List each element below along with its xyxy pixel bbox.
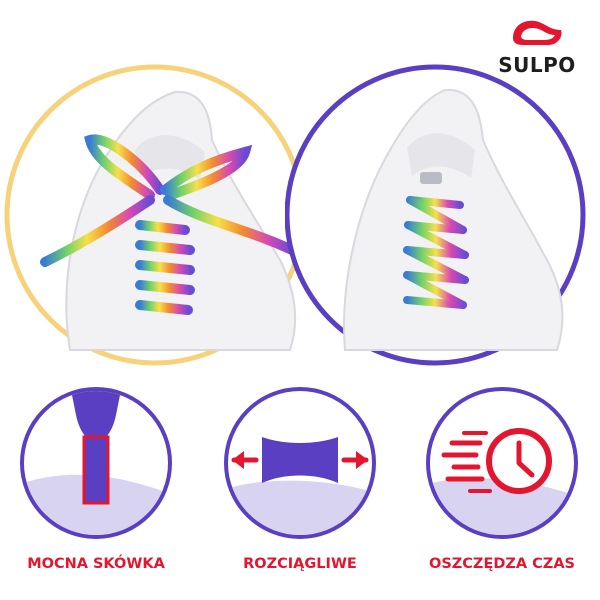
lace-lock-icon xyxy=(420,172,442,184)
laces-tied xyxy=(40,134,297,315)
laces-elastic xyxy=(403,196,469,309)
feature-aglet-circle xyxy=(20,387,172,539)
brand-logo: SULPO xyxy=(492,14,582,77)
stretch-arrows-icon xyxy=(231,437,369,483)
aglet-icon xyxy=(70,391,122,505)
fast-clock-icon xyxy=(441,428,552,494)
brand-shoe-icon xyxy=(513,20,562,45)
feature-clock-circle xyxy=(426,387,578,539)
hero-tied-laces xyxy=(4,64,306,366)
feature-label-time: OSZCZĘDZA CZAS xyxy=(429,556,575,572)
feature-label-aglet: MOCNA SKÓWKA xyxy=(27,556,165,572)
hero-elastic-laces xyxy=(285,64,586,366)
feature-label-stretch: ROZCIĄGLIWE xyxy=(243,556,357,572)
feature-stretch-circle xyxy=(224,387,376,539)
brand-name: SULPO xyxy=(498,53,576,77)
